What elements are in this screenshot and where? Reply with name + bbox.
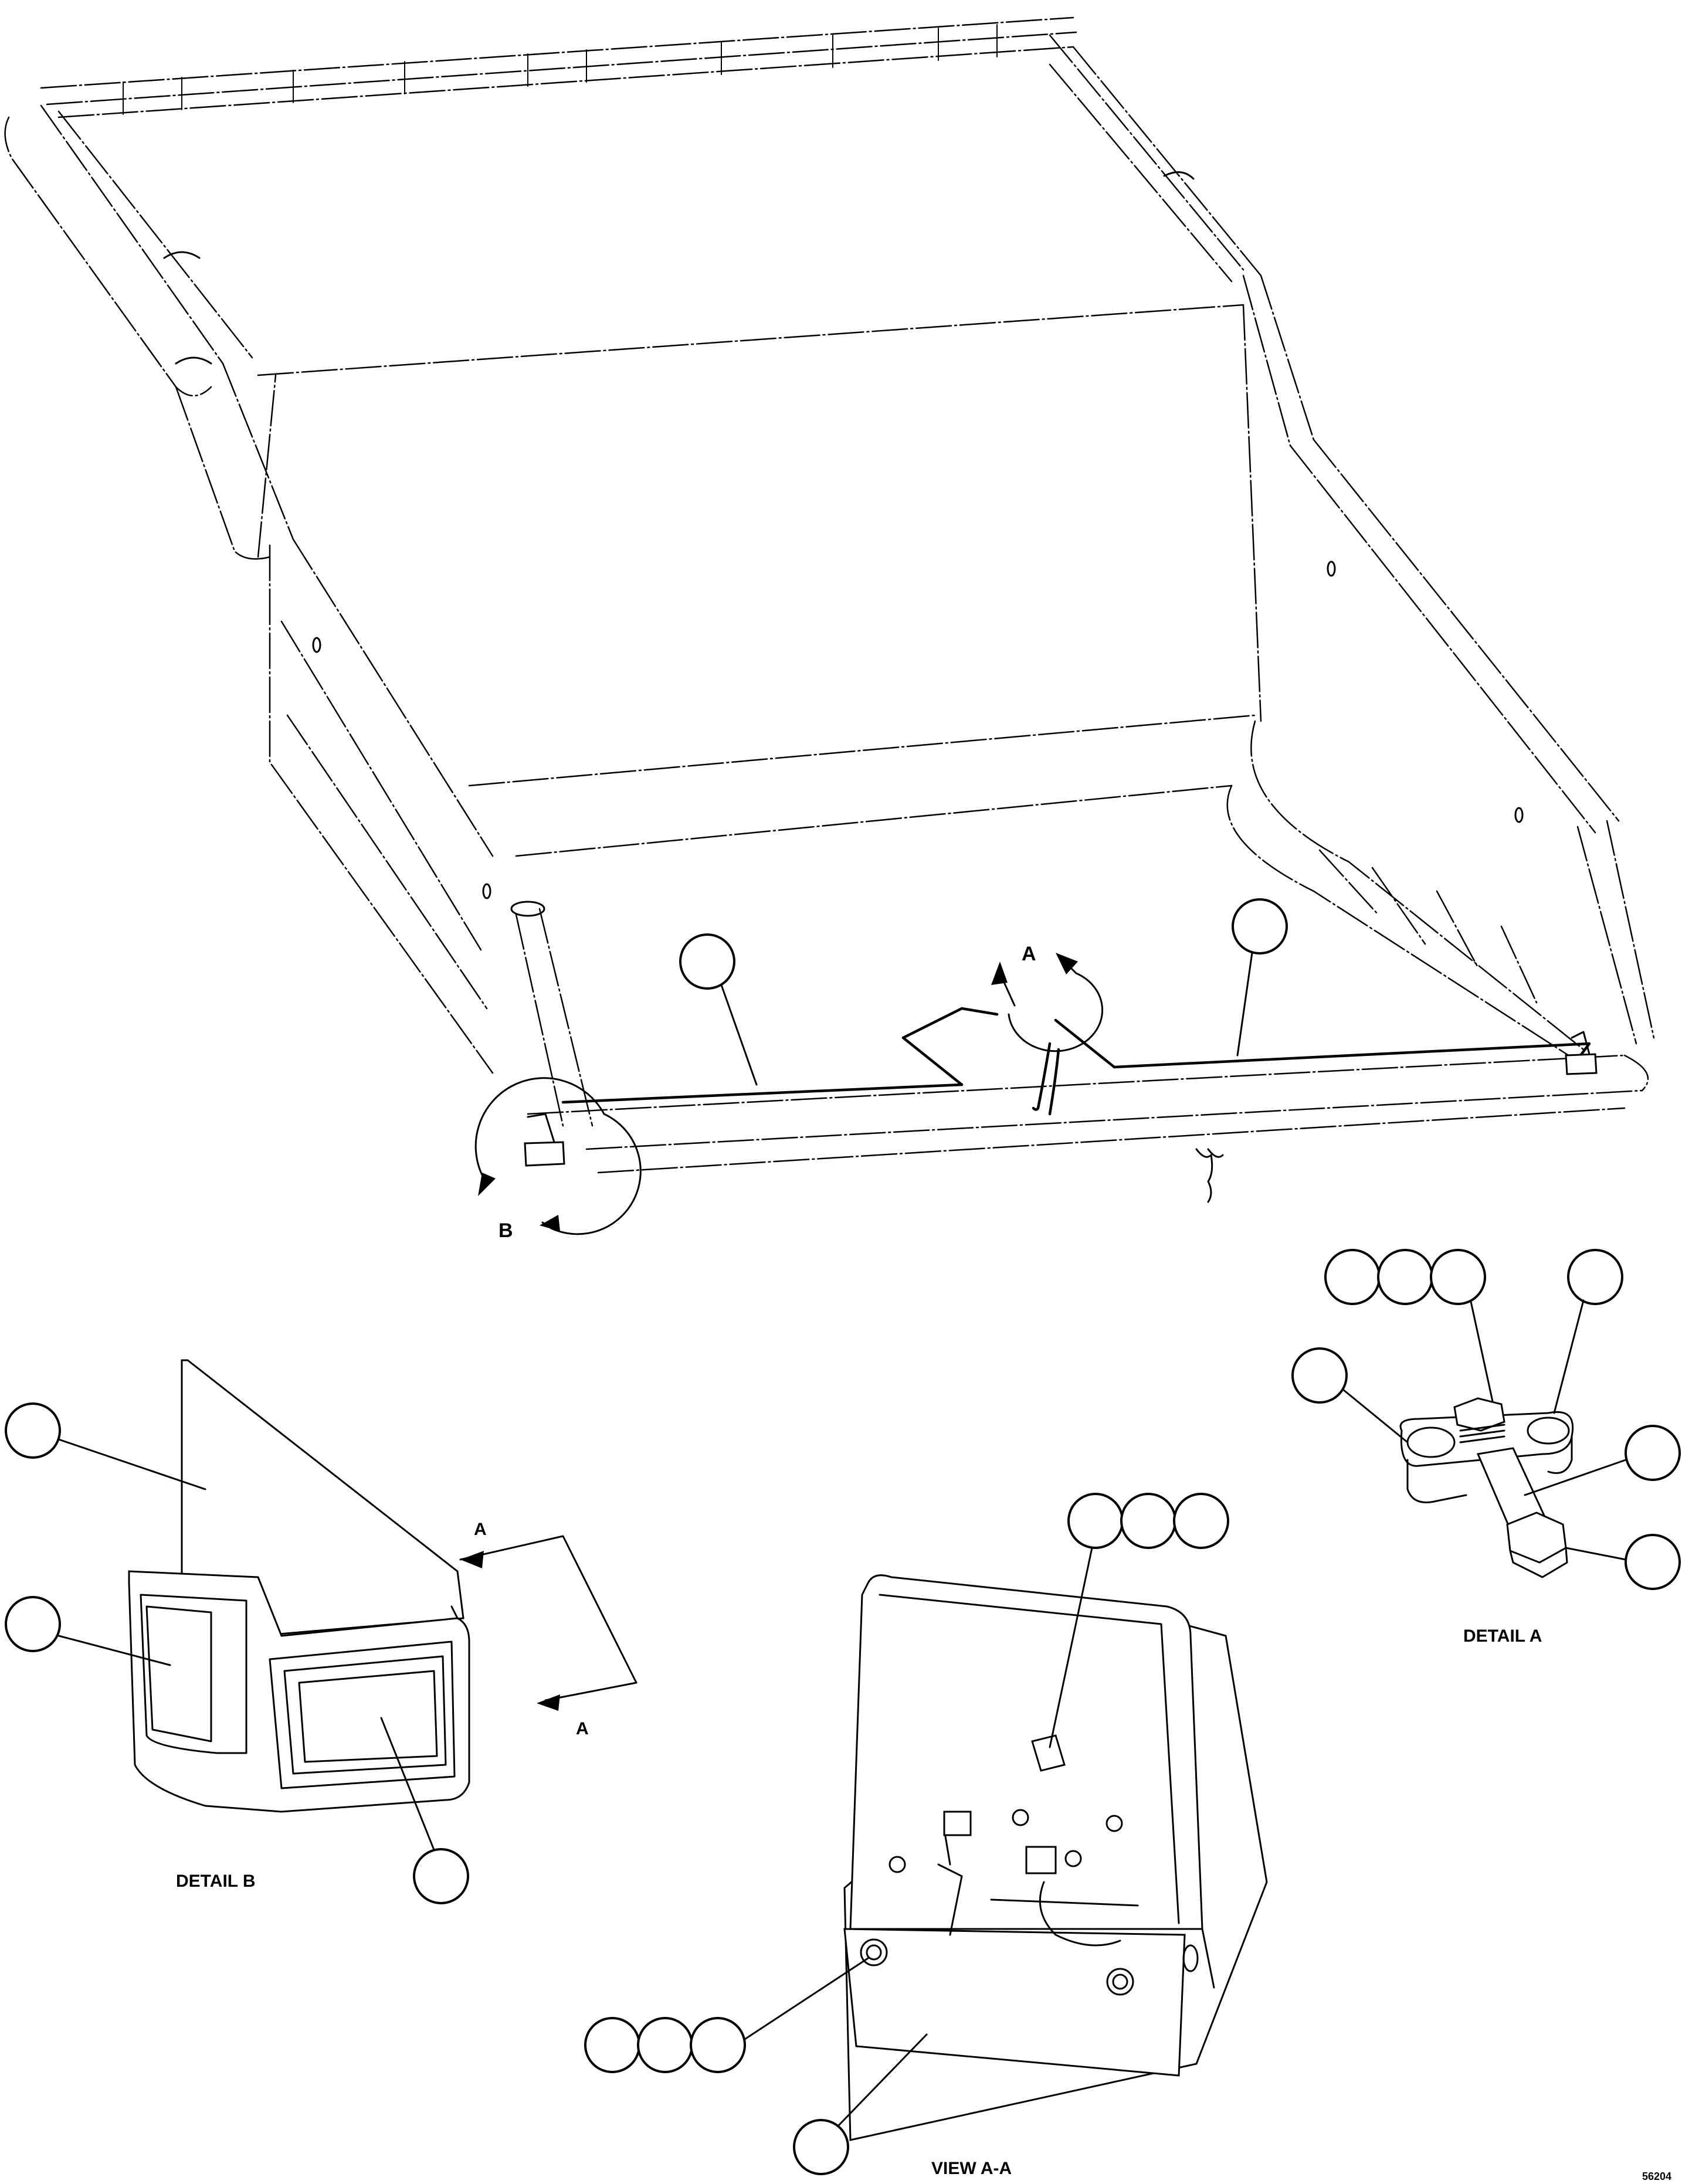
detail-b-drawing: A A DETAIL B — [128, 1359, 637, 1891]
arrow-head-a-right — [1056, 953, 1078, 974]
balloon-detail-b-1 — [5, 1402, 61, 1459]
detail-a-drawing: DETAIL A — [1399, 1397, 1574, 1646]
balloon-view-aa-7 — [793, 2119, 849, 2175]
balloon-detail-a-2 — [1377, 1249, 1433, 1305]
arrow-head-a-left — [991, 962, 1008, 985]
arrow-head-b-right — [540, 1215, 560, 1231]
balloon-detail-b-3 — [413, 1848, 469, 1904]
balloon-detail-a-6 — [1625, 1425, 1681, 1481]
section-letter-top: A — [474, 1520, 487, 1539]
view-aa-balloons — [584, 1493, 1229, 2175]
drawing-number: 56204 — [1642, 2171, 1671, 2182]
section-arrow-bottom — [537, 1694, 560, 1711]
balloon-detail-a-1 — [1324, 1249, 1381, 1305]
balloon-detail-a-3 — [1430, 1249, 1486, 1305]
balloon-view-aa-4 — [584, 2017, 640, 2073]
detail-b-callout: B — [474, 1077, 642, 1242]
balloon-view-aa-1 — [1067, 1493, 1124, 1549]
section-arrow-top — [460, 1551, 484, 1568]
section-letter-bottom: A — [576, 1719, 589, 1738]
balloon-detail-a-7 — [1625, 1534, 1681, 1590]
main-balloons — [679, 898, 1288, 1086]
view-aa-drawing: VIEW A-A — [843, 1574, 1268, 2178]
view-aa-title: VIEW A-A — [931, 2159, 1012, 2178]
detail-b-callout-letter: B — [499, 1220, 513, 1242]
detail-a-callout-letter: A — [1022, 943, 1036, 965]
arrow-head-b-left — [478, 1173, 496, 1196]
balloon-view-aa-5 — [637, 2017, 693, 2073]
balloon-detail-a-5 — [1291, 1347, 1348, 1404]
balloon-view-aa-2 — [1120, 1493, 1176, 1549]
detail-a-balloons — [1291, 1249, 1681, 1590]
balloon-view-aa-3 — [1173, 1493, 1229, 1549]
detail-b-title: DETAIL B — [176, 1871, 256, 1891]
detail-a-callout: A — [991, 943, 1104, 1052]
connector-block — [1025, 1846, 1057, 1874]
balloon-main-left — [679, 933, 735, 990]
balloon-detail-a-4 — [1567, 1249, 1623, 1305]
balloon-detail-b-2 — [5, 1596, 61, 1652]
balloon-main-right — [1232, 898, 1288, 955]
balloon-view-aa-6 — [690, 2017, 746, 2073]
detail-a-title: DETAIL A — [1463, 1626, 1542, 1646]
terminal-block — [943, 1811, 972, 1836]
detail-b-balloons — [5, 1402, 469, 1904]
main-assembly — [4, 16, 1655, 1203]
